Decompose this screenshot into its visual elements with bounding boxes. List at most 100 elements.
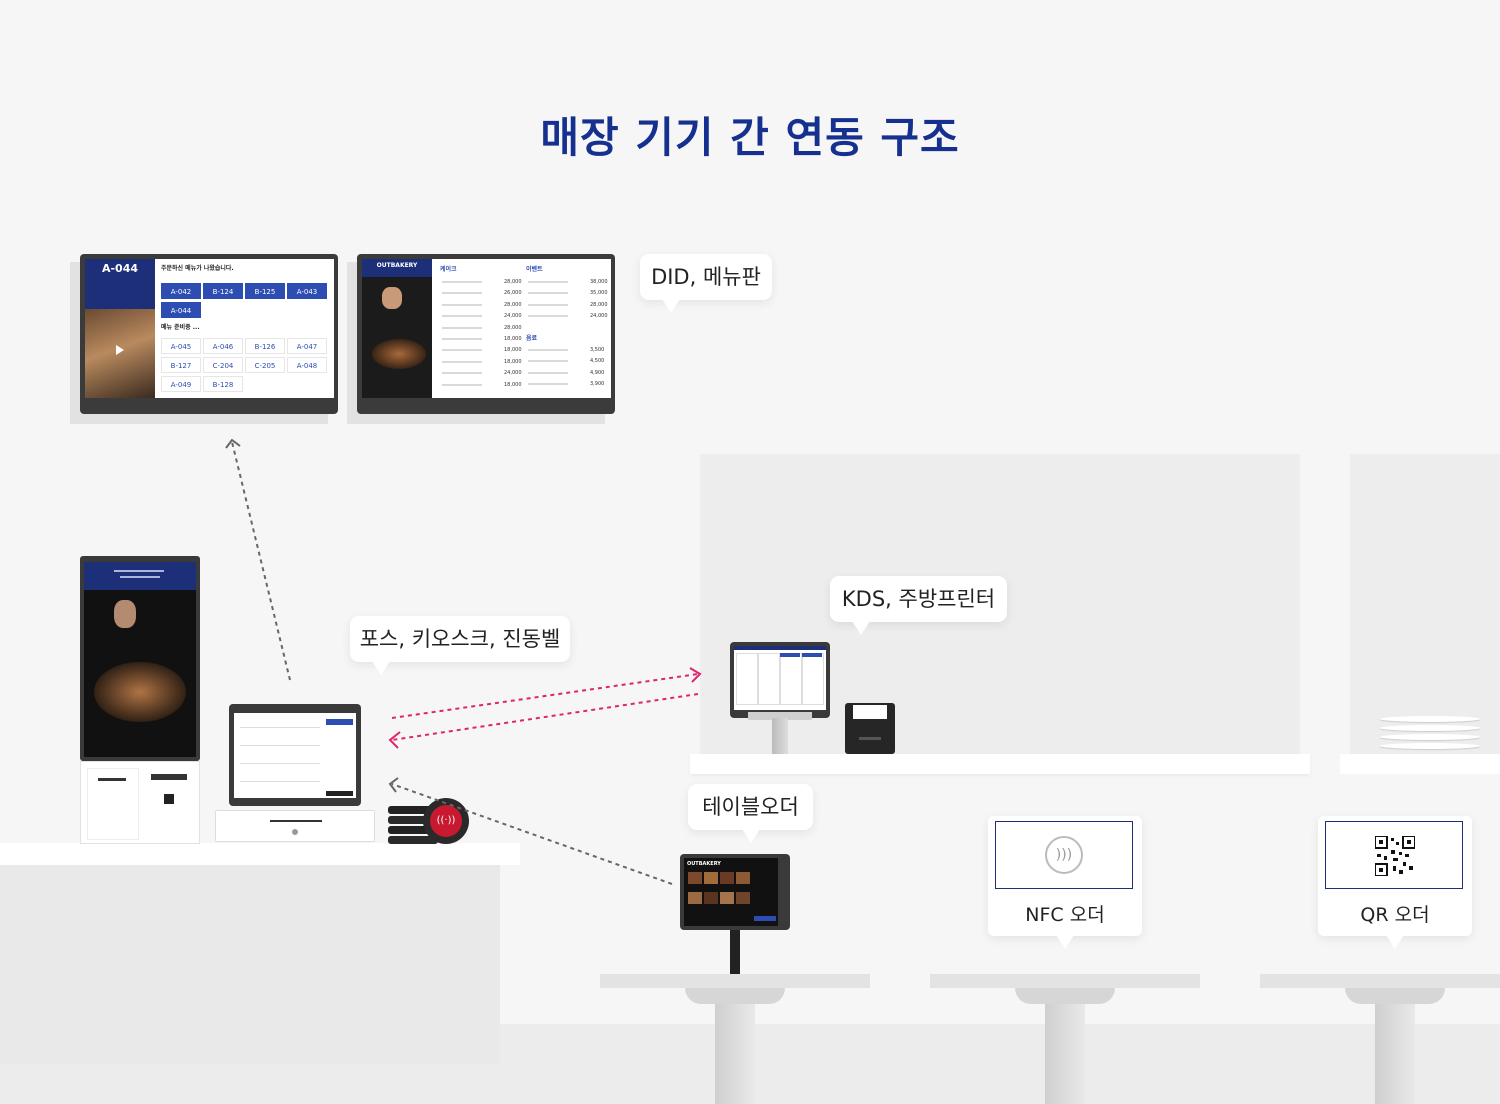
did-prep-number: A-049 [161, 376, 201, 392]
arrow-pos-to-kds [391, 673, 699, 719]
bubble-kds-label: KDS, 주방프린터 [841, 587, 996, 611]
nfc-order-card: ))) NFC 오더 [988, 816, 1142, 949]
nfc-order-label: NFC 오더 [1025, 904, 1105, 926]
menu-item-name [442, 326, 482, 329]
pager-stack [388, 806, 440, 844]
table-order-tablet: OUTBAKERY [680, 854, 790, 974]
counter-top [0, 843, 520, 865]
did-prep-number: C-205 [245, 357, 285, 373]
menu-item-price: 18,000 [504, 358, 522, 365]
pos-terminal [215, 704, 375, 844]
menu-item-name [442, 349, 482, 352]
bubble-table-label: 테이블오더 [702, 795, 799, 819]
table-2 [930, 974, 1200, 1104]
did-ready-number: B-125 [245, 283, 285, 299]
menu-section-event: 이벤트 [526, 266, 543, 273]
did-prep-number: B-126 [245, 338, 285, 354]
did-prep-number: C-204 [203, 357, 243, 373]
menu-board-photo-panel: OUTBAKERY [362, 259, 432, 398]
did-prep-title: 메뉴 준비중 ... [161, 324, 200, 331]
menu-item-name [442, 315, 482, 318]
bubble-table-order: 테이블오더 [688, 784, 813, 843]
menu-item-price: 3,900 [590, 381, 605, 388]
menu-item-price: 18,000 [504, 347, 522, 354]
bubble-pos: 포스, 키오스크, 진동벨 [350, 616, 570, 675]
menu-item-name [528, 360, 568, 363]
pos-screen [229, 704, 361, 806]
menu-item-name [442, 383, 482, 386]
cash-drawer [215, 810, 375, 842]
did-prep-number: B-128 [203, 376, 243, 392]
arrowhead-pos-table [388, 777, 399, 793]
kiosk-screen [80, 556, 200, 761]
menu-item-price: 28,000 [504, 301, 522, 308]
menu-item-price: 28,000 [590, 301, 608, 308]
tablet-brand: OUTBAKERY [687, 861, 721, 867]
menu-item-price: 28,000 [504, 279, 522, 285]
menu-item-name [442, 303, 482, 306]
menu-item-name [528, 281, 568, 283]
kitchen-wall-right [1350, 454, 1500, 754]
arrow-table-to-pos [391, 783, 673, 885]
did-ready-title: 주문하신 메뉴가 나왔습니다. [161, 265, 234, 272]
menu-item-price: 4,500 [590, 358, 605, 365]
did-ready-number: A-042 [161, 283, 201, 299]
kitchen-shelf-right [1340, 754, 1500, 774]
menu-item-name [528, 371, 568, 374]
arrowhead-kds [689, 667, 702, 683]
menu-item-price: 28,000 [504, 324, 522, 331]
did-prep-number: A-046 [203, 338, 243, 354]
menu-item-name [528, 292, 568, 295]
menu-section-drink: 음료 [526, 335, 538, 342]
menu-item-name [528, 303, 568, 306]
menu-item-price: 24,000 [590, 313, 608, 320]
menu-item-price: 35,000 [590, 290, 608, 297]
kiosk [80, 556, 200, 844]
bubble-did: DID, 메뉴판 [640, 254, 772, 313]
did-current-number-panel: A-044 [85, 259, 155, 398]
counter-body [0, 865, 500, 1064]
menu-item-name [442, 360, 482, 363]
did-current-number: A-044 [101, 262, 139, 275]
menu-item-name [442, 292, 482, 295]
arrow-kds-to-pos [391, 693, 699, 741]
menu-item-name [442, 281, 482, 283]
did-ready-number: B-124 [203, 283, 243, 299]
arrowhead-did [225, 438, 241, 449]
menu-item-price: 18,000 [504, 381, 522, 388]
did-prep-number: A-047 [287, 338, 327, 354]
did-ready-number: A-044 [161, 302, 201, 318]
menu-item-name [528, 349, 568, 351]
did-ready-number: A-043 [287, 283, 327, 299]
menu-item-price: 26,000 [504, 290, 522, 297]
qr-order-card: QR 오더 [1318, 816, 1472, 949]
vibration-pager-icon: ((·)) [423, 798, 469, 844]
menu-item-price: 24,000 [504, 370, 522, 377]
bubble-did-label: DID, 메뉴판 [651, 265, 761, 289]
table-3 [1260, 974, 1500, 1104]
nfc-icon: ))) [1045, 836, 1083, 874]
menu-item-name [528, 383, 568, 386]
menu-item-price: 3,500 [590, 347, 605, 353]
menu-board-brand: OUTBAKERY [376, 262, 418, 269]
qr-code-icon [1375, 836, 1415, 876]
did-prep-number: A-048 [287, 357, 327, 373]
arrow-pos-to-did [231, 441, 291, 681]
menu-item-name [528, 315, 568, 318]
menu-item-price: 18,000 [504, 336, 522, 342]
page-title: 매장 기기 간 연동 구조 [540, 113, 960, 162]
menu-item-name [442, 372, 482, 375]
menu-item-price: 38,000 [590, 279, 608, 285]
kitchen-printer [845, 703, 895, 754]
menu-item-name [442, 338, 482, 340]
arrowhead-pos [388, 731, 401, 749]
did-prep-number: A-045 [161, 338, 201, 354]
menu-item-price: 4,900 [590, 369, 605, 376]
kitchen-shelf [690, 754, 1310, 774]
bubble-pos-label: 포스, 키오스크, 진동벨 [359, 627, 561, 651]
qr-order-label: QR 오더 [1360, 904, 1430, 926]
bubble-kds: KDS, 주방프린터 [830, 576, 1007, 635]
